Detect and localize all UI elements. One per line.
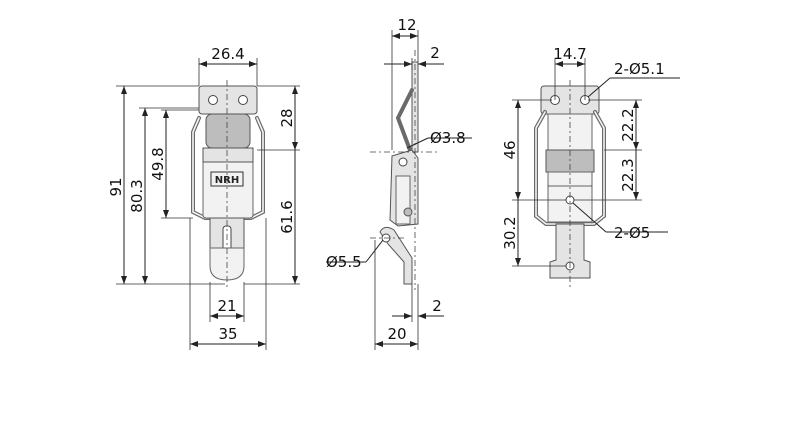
side-pin [398, 157, 408, 167]
dim-front-overall-width: 35 [218, 325, 237, 343]
front-top-plate [198, 85, 258, 115]
dim-side-hook-hole: Ø5.5 [326, 253, 362, 271]
side-bail [395, 88, 414, 152]
dim-front-inner-width: 21 [217, 297, 236, 315]
side-lever-plate [395, 175, 411, 225]
front-dimensions: 26.4 91 80.3 49.8 28 61.6 [107, 45, 300, 350]
dim-front-total-height: 91 [107, 177, 125, 196]
side-dimensions: 12 2 Ø3.8 Ø5.5 20 2 [326, 16, 472, 350]
dim-side-thickness: 12 [397, 16, 416, 34]
dim-side-pin-diameter: Ø3.8 [430, 129, 466, 147]
dim-front-lower-height: 61.6 [278, 200, 296, 233]
side-view [370, 50, 440, 290]
back-view [534, 80, 606, 290]
front-logo-box [210, 171, 244, 187]
dim-side-plate-thickness: 2 [430, 44, 440, 62]
dim-front-top-width: 26.4 [211, 45, 244, 63]
dim-back-hole-spacing: 14.7 [553, 45, 586, 63]
front-lever-top [202, 147, 254, 163]
dim-back-height-b: 22.3 [619, 158, 637, 191]
dim-side-depth: 20 [387, 325, 406, 343]
dim-front-bail-height: 49.8 [149, 147, 167, 180]
front-top-hole-right [238, 95, 248, 105]
dim-back-bottom-holes: 2-Ø5 [614, 224, 650, 242]
dim-front-height-inner: 80.3 [128, 179, 146, 212]
dim-back-top-holes: 2-Ø5.1 [614, 60, 665, 78]
front-roller [205, 113, 251, 149]
back-dimensions: 14.7 2-Ø5.1 46 30.2 22.2 22.3 2-Ø5 [501, 45, 680, 267]
dim-side-hook-thickness: 2 [432, 297, 442, 315]
front-view: NRH [191, 80, 265, 290]
dim-back-height-46: 46 [501, 140, 519, 159]
dim-back-height-a: 22.2 [619, 108, 637, 141]
side-rivet [403, 207, 413, 217]
dim-front-plate-height: 28 [278, 108, 296, 127]
front-top-hole-left [208, 95, 218, 105]
dim-back-height-30: 30.2 [501, 216, 519, 249]
